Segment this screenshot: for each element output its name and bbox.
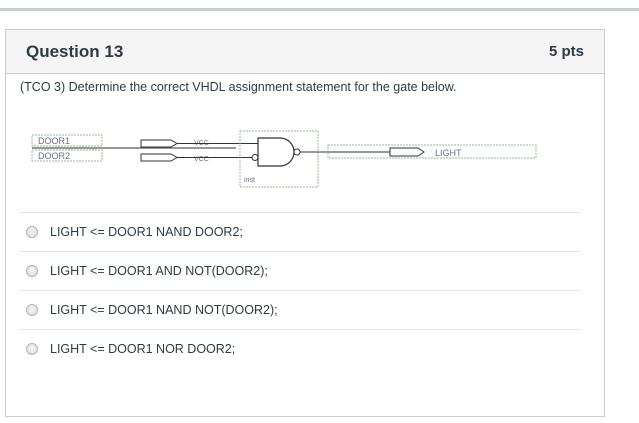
answer-label-3: LIGHT <= DOOR1 NAND NOT(DOOR2);: [50, 303, 278, 317]
answer-option-3[interactable]: LIGHT <= DOOR1 NAND NOT(DOOR2);: [20, 290, 580, 329]
input-label-door1: DOOR1: [38, 136, 70, 146]
light-pin-box: [327, 144, 537, 159]
output-label-light: LIGHT: [435, 148, 462, 158]
top-divider: [0, 8, 639, 11]
light-output-pin: [389, 147, 425, 157]
output-bubble: [293, 148, 301, 156]
answer-radio-3[interactable]: [26, 304, 38, 316]
answer-radio-1[interactable]: [26, 226, 38, 238]
answer-option-4[interactable]: LIGHT <= DOOR1 NOR DOOR2;: [20, 329, 580, 368]
door1-pin-box: [31, 134, 103, 147]
door2-pin-box: [31, 149, 103, 162]
answer-radio-4[interactable]: [26, 343, 38, 355]
answer-label-2: LIGHT <= DOOR1 AND NOT(DOOR2);: [50, 264, 268, 278]
answer-list: LIGHT <= DOOR1 NAND DOOR2; LIGHT <= DOOR…: [20, 212, 580, 368]
inverted-input-bubble: [251, 154, 259, 161]
question-points: 5 pts: [548, 43, 584, 60]
question-title: Question 13: [26, 41, 124, 61]
answer-radio-2[interactable]: [26, 265, 38, 277]
nand-gate-icon: [257, 137, 295, 167]
answer-label-1: LIGHT <= DOOR1 NAND DOOR2;: [50, 225, 243, 239]
answer-label-4: LIGHT <= DOOR1 NOR DOOR2;: [50, 342, 236, 356]
gate-instance-box: [239, 130, 319, 188]
question-card: Question 13 5 pts: [5, 29, 605, 417]
vcc-label-2: VCC: [194, 156, 209, 163]
question-header: Question 13 5 pts: [6, 30, 604, 74]
input-label-door2: DOOR2: [38, 151, 70, 161]
answer-option-1[interactable]: LIGHT <= DOOR1 NAND DOOR2;: [20, 212, 580, 251]
gate-diagram: DOOR1 DOOR2 VCC VCC inst LIGHT: [31, 130, 537, 188]
question-text: (TCO 3) Determine the correct VHDL assig…: [20, 80, 457, 94]
door1-input-pin: [140, 139, 178, 148]
answer-option-2[interactable]: LIGHT <= DOOR1 AND NOT(DOOR2);: [20, 251, 580, 290]
door2-input-pin: [140, 153, 178, 162]
instance-label: inst: [244, 177, 255, 184]
